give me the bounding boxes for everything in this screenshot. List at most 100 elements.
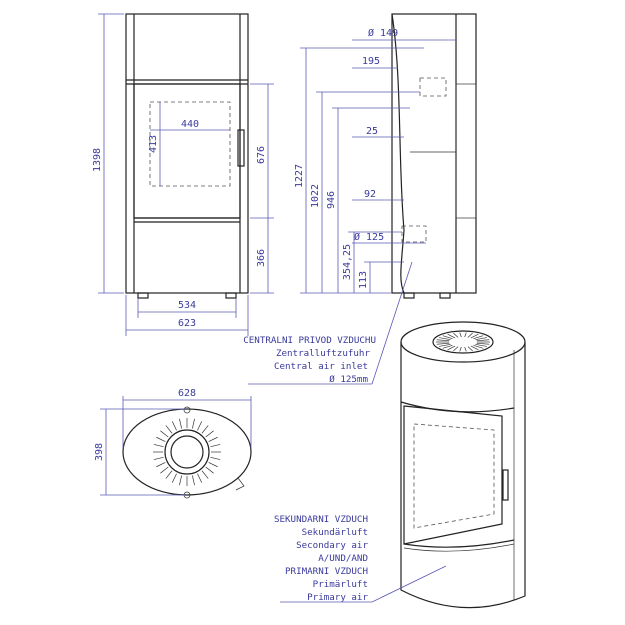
dim-149-label: Ø 149 [368, 27, 398, 39]
dim-946-label: 946 [326, 191, 337, 209]
top-front-knob [183, 406, 191, 414]
front-foot-left [137, 292, 149, 299]
side-foot-front [403, 292, 415, 299]
front-window [149, 101, 231, 187]
persp-window [413, 423, 495, 529]
side-flue-collar [419, 77, 447, 97]
vent-slot [475, 343, 487, 347]
vent-slot [436, 342, 450, 345]
vent-slot [205, 466, 214, 474]
note-inlet-line-4: Ø 125mm [329, 374, 368, 385]
vent-slot [171, 421, 177, 431]
dim-366-label: 366 [256, 249, 267, 267]
note-secondary-primary-air: SEKUNDARNI VZDUCH Sekundärluft Secondary… [274, 514, 447, 603]
side-view: Ø 149 195 25 92 Ø 125 1227 1022 946 354,… [294, 13, 477, 299]
vent-slot [191, 475, 195, 486]
vent-slot [201, 470, 209, 479]
vent-slot [153, 444, 164, 448]
note-air-line-1: SEKUNDARNI VZDUCH [274, 514, 368, 525]
dim-92-label: 92 [364, 189, 376, 200]
side-door-profile [455, 83, 477, 219]
dim-623-label: 623 [178, 318, 196, 329]
dim-398-label: 398 [94, 443, 105, 461]
persp-door [403, 405, 503, 545]
persp-vent-slots [436, 332, 490, 352]
vent-slot [160, 466, 169, 474]
side-foot-rear [439, 292, 451, 299]
note-air-line-3: Secondary air [296, 540, 368, 551]
persp-body-outline [400, 342, 526, 609]
vent-slot [153, 456, 164, 460]
note-air-leader [371, 565, 447, 603]
vent-slot [470, 333, 479, 339]
door-handle [237, 129, 245, 167]
vent-slot [453, 346, 459, 352]
vent-slot [208, 436, 218, 442]
side-body-outline [391, 13, 477, 294]
vent-slot [208, 462, 218, 468]
dim-195-label: 195 [362, 56, 380, 67]
vent-slot [197, 473, 203, 483]
vent-slot [436, 339, 450, 342]
dim-440-label: 440 [181, 119, 199, 130]
vent-slot [475, 337, 487, 341]
vent-slot [165, 470, 173, 479]
note-central-air-inlet: CENTRALNI PRIVOD VZDUCHU Zentralluftzufu… [243, 261, 413, 385]
note-inlet-line-1: CENTRALNI PRIVOD VZDUCHU [243, 335, 376, 346]
vent-slot [476, 342, 490, 345]
front-view: 1398 440 413 676 366 534 623 [92, 13, 274, 336]
top-handle [235, 477, 245, 491]
persp-top-ellipse [400, 321, 526, 363]
vent-slot [171, 473, 177, 483]
dim-534-label: 534 [178, 300, 196, 311]
vent-slot [459, 346, 462, 352]
dim-113-label: 113 [358, 271, 369, 289]
vent-slot [179, 418, 183, 429]
vent-slot [439, 343, 451, 347]
front-body-outline [125, 13, 249, 294]
front-foot-right [225, 292, 237, 299]
vent-slot [439, 337, 451, 341]
note-inlet-line-2: Zentralluftzufuhr [276, 348, 371, 359]
vent-slot [160, 430, 169, 438]
dim-1022-label: 1022 [310, 184, 321, 208]
vent-slot [476, 339, 490, 342]
note-air-line-2: Sekundärluft [302, 527, 368, 538]
top-flue-inner [170, 435, 204, 469]
vent-slot [464, 332, 467, 338]
dim-413-label: 413 [148, 135, 159, 153]
dim-676-label: 676 [256, 146, 267, 164]
persp-flue-ring [432, 330, 494, 354]
dim-1227-label: 1227 [294, 164, 305, 188]
top-body-outline [122, 408, 252, 496]
vent-slot [442, 344, 453, 349]
persp-handle [502, 469, 509, 501]
dim-25-label: 25 [366, 126, 378, 137]
vent-slot [210, 456, 221, 460]
top-flue-ring [164, 429, 210, 475]
vent-slot [467, 346, 473, 352]
vent-slot [470, 345, 479, 351]
persp-base-line-2 [403, 543, 515, 552]
vent-slot [464, 346, 467, 352]
vent-slot [156, 462, 166, 468]
vent-slot [459, 332, 462, 338]
note-air-line-5: PRIMARNI VZDUCH [285, 566, 368, 577]
vent-slot [201, 425, 209, 434]
vent-slot [473, 344, 484, 349]
perspective-view [400, 321, 526, 609]
dim-354-label: 354,25 [342, 244, 353, 280]
vent-slot [210, 444, 221, 448]
vent-slot [447, 333, 456, 339]
vent-slot [179, 475, 183, 486]
note-inlet-line-3: Central air inlet [274, 361, 368, 372]
side-air-inlet [401, 225, 427, 243]
vent-slot [447, 345, 456, 351]
vent-slot [205, 430, 214, 438]
dim-628-label: 628 [178, 388, 196, 399]
side-front-curve [391, 13, 405, 294]
vent-slot [467, 332, 473, 338]
vent-slot [453, 332, 459, 338]
note-air-line-7: Primary air [307, 592, 368, 603]
